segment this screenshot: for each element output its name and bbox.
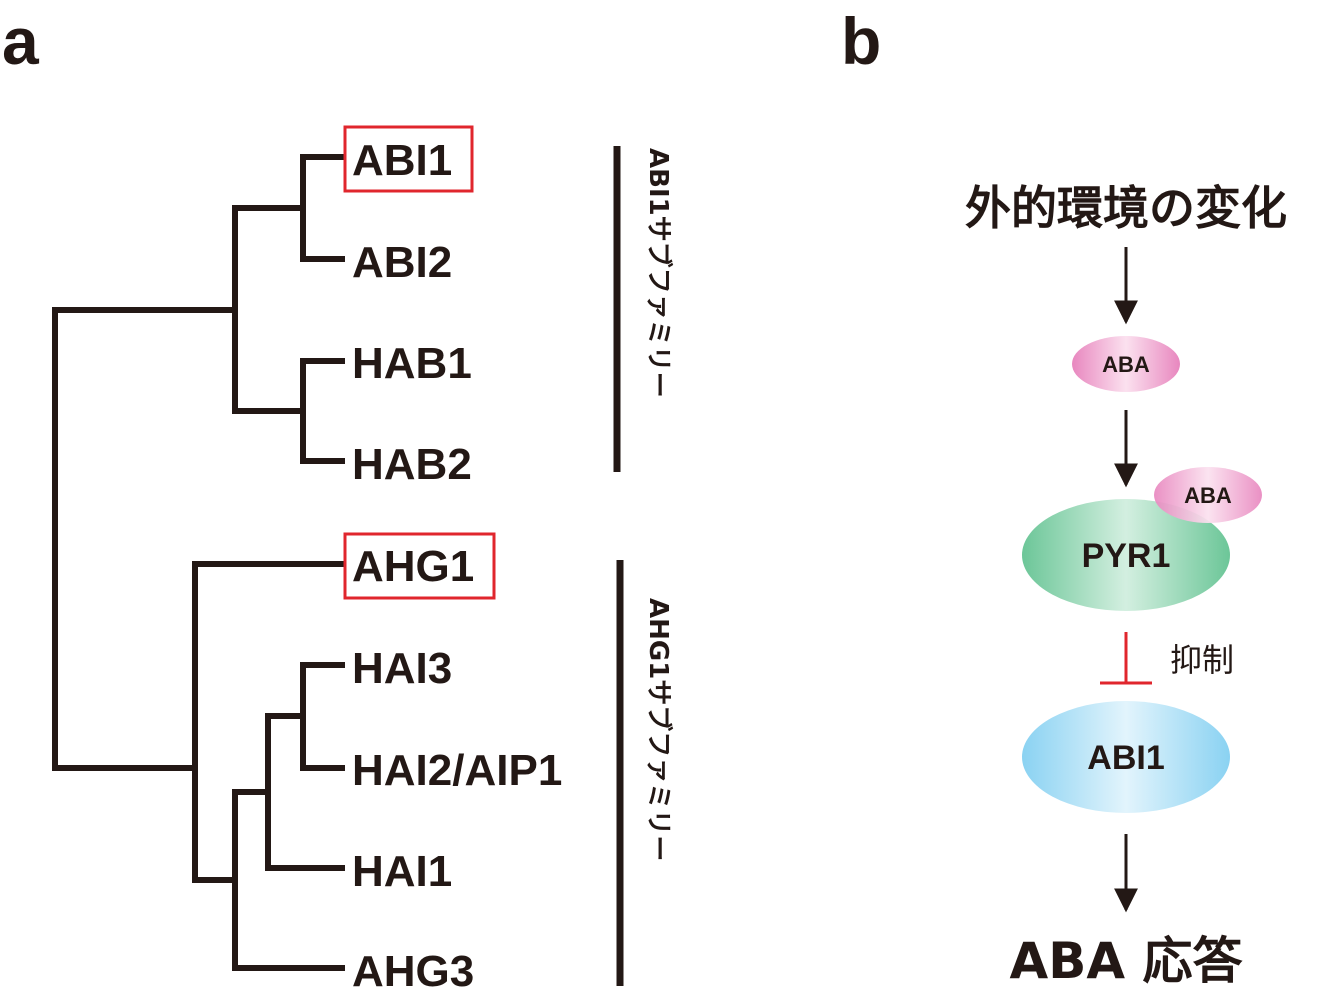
leaf-hab1: HAB1 (352, 339, 472, 388)
tree-branch-ahg1 (192, 561, 345, 883)
tree-branch-ahg3 (232, 789, 345, 971)
tree-branch-hai3-hai2 (300, 662, 345, 771)
panel-b-label: b (841, 4, 881, 78)
group-label-ahg1-subfamily: AHG1サブファミリー (643, 598, 674, 861)
leaf-abi1: ABI1 (352, 136, 452, 185)
tree-branch-abi1-abi2 (300, 154, 345, 262)
aba-molecule (1072, 336, 1180, 392)
phylogenetic-tree (52, 154, 345, 971)
tree-branch-abi1-subfamily (232, 205, 303, 414)
group-label-abi1-subfamily: ABI1サブファミリー (643, 148, 674, 398)
abi1-label: ABI1 (1087, 739, 1164, 777)
tree-branch-hab1-hab2 (300, 358, 345, 464)
tree-leaves: ABI1 ABI2 HAB1 HAB2 AHG1 HAI3 HAI2/AIP1 … (352, 136, 562, 996)
pathway-title: 外的環境の変化 (965, 181, 1287, 235)
highlight-box-abi1 (343, 125, 474, 193)
leaf-hai1: HAI1 (352, 847, 452, 896)
tree-branch-hai1 (265, 713, 345, 871)
pyr1-receptor (1022, 499, 1230, 611)
highlight-box-ahg1 (343, 532, 496, 600)
inhibition-label: 抑制 (1170, 641, 1234, 679)
leaf-ahg3: AHG3 (352, 947, 474, 996)
aba-response-label: ABA 応答 (1010, 932, 1244, 990)
aba-bound-molecule (1154, 467, 1262, 523)
aba-bound-label: ABA (1184, 483, 1232, 508)
pyr1-label: PYR1 (1082, 537, 1171, 575)
leaf-hai3: HAI3 (352, 644, 452, 693)
leaf-hai2-aip1: HAI2/AIP1 (352, 746, 562, 795)
aba-label: ABA (1102, 352, 1150, 377)
abi1-phosphatase (1022, 701, 1230, 813)
leaf-abi2: ABI2 (352, 238, 452, 287)
leaf-hab2: HAB2 (352, 440, 472, 489)
leaf-ahg1: AHG1 (352, 542, 474, 591)
panel-a-label: a (2, 4, 40, 78)
tree-branch-root (52, 307, 235, 771)
